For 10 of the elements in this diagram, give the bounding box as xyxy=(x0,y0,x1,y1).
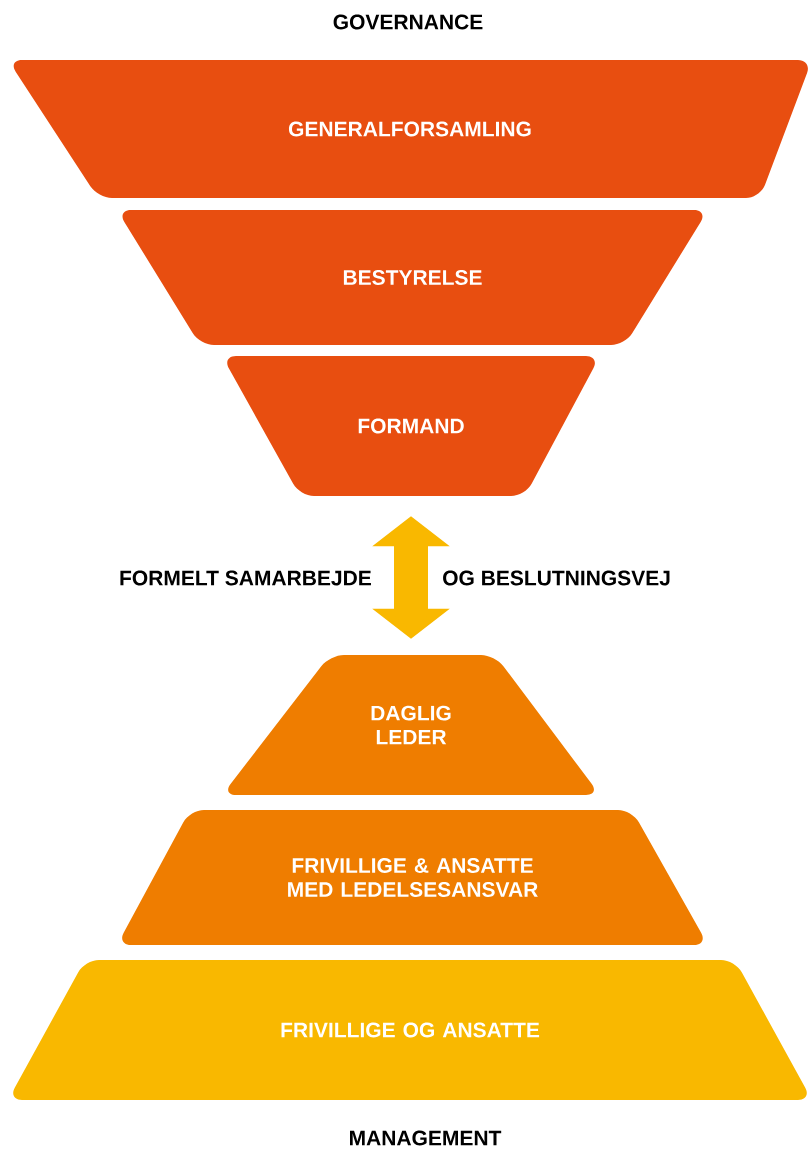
trapezoid-box: DAGLIG LEDER xyxy=(228,655,594,795)
side-label: FORMELT SAMARBEJDE xyxy=(120,570,371,586)
trapezoid-box: BESTYRELSE xyxy=(122,210,703,345)
trapezoid-box: GENERALFORSAMLING xyxy=(13,60,808,198)
trapezoid-box: FORMAND xyxy=(227,356,595,496)
trapezoid-box: FRIVILLIGE & ANSATTE MED LEDELSESANSVAR xyxy=(122,810,703,945)
heading: MANAGEMENT xyxy=(350,1130,502,1146)
side-label: OG BESLUTNINGSVEJ xyxy=(443,570,670,586)
trapezoid-box: FRIVILLIGE OG ANSATTE xyxy=(13,960,807,1100)
heading: GOVERNANCE xyxy=(333,14,483,30)
